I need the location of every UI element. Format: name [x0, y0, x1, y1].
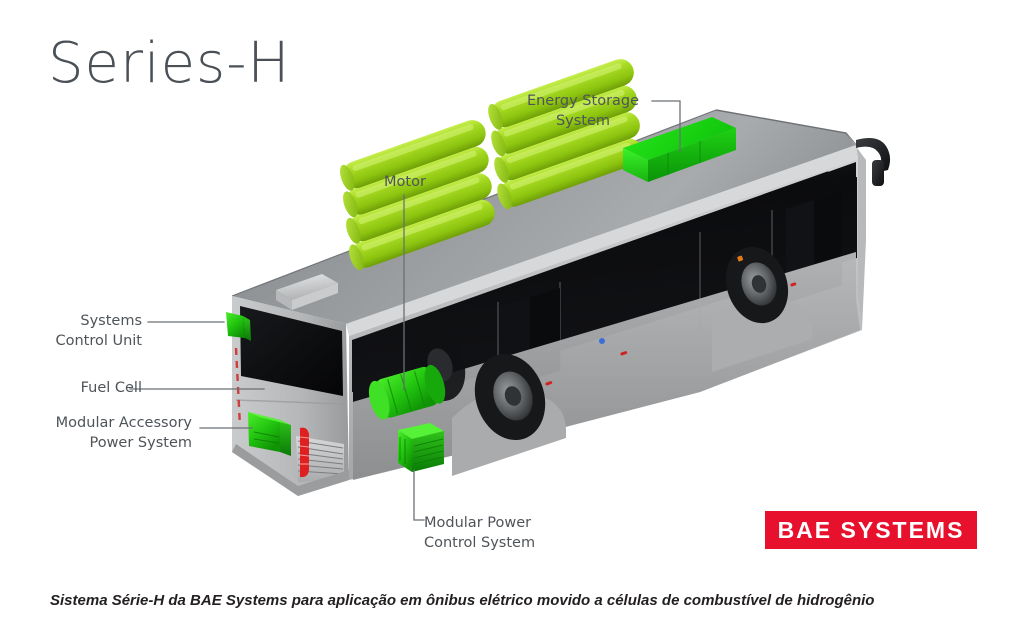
page-title: Series-H [48, 31, 291, 96]
bae-systems-logo-text: BAE SYSTEMS [777, 516, 965, 543]
tail-light [299, 427, 310, 478]
figure-caption: Sistema Série-H da BAE Systems para apli… [50, 592, 875, 609]
side-marker-red-2 [620, 351, 628, 356]
callout-label-modular-power-control-system: Modular Power Control System [424, 515, 536, 551]
side-glass [353, 162, 856, 402]
rear-bumper [232, 444, 349, 496]
side-marker-red-3 [790, 282, 797, 287]
modular-accessory-power-system-component [248, 412, 291, 456]
bus-roof [232, 110, 856, 324]
side-marker-orange [737, 255, 744, 262]
callout-label-fuel-cell: Fuel Cell [80, 380, 142, 396]
systems-control-unit-component [226, 312, 251, 341]
modular-power-control-system-component [398, 423, 444, 472]
hydrogen-tank-group-rear [340, 120, 495, 271]
callout-label-motor: Motor [384, 174, 426, 190]
hydrogen-tank-group-front [488, 59, 643, 210]
roof-drip-rail [346, 145, 858, 336]
side-marker-red-1 [545, 381, 553, 386]
leader-lines [129, 100, 681, 521]
rear-corner-accent [234, 347, 242, 427]
leader-line-energy-storage-system [651, 100, 681, 152]
bae-systems-logo: BAE SYSTEMS [765, 511, 977, 549]
motor-component [368, 364, 446, 420]
roof-hatch [276, 274, 338, 310]
leader-line-modular-power-control-system [413, 469, 425, 521]
wheel-rear [474, 353, 546, 441]
callout-label-systems-control-unit: Systems Control Unit [55, 313, 142, 349]
side-mirror [856, 138, 891, 186]
side-marker-blue [599, 338, 605, 344]
wheel-front [725, 246, 789, 324]
wheel-arch-front [712, 296, 812, 372]
callout-label-energy-storage-system: Energy Storage System [526, 93, 640, 129]
rear-window [240, 306, 343, 396]
callout-label-modular-accessory-power-system: Modular Accessory Power System [55, 415, 192, 451]
bus-body-group [226, 59, 891, 496]
bus-front-cap [846, 133, 866, 330]
